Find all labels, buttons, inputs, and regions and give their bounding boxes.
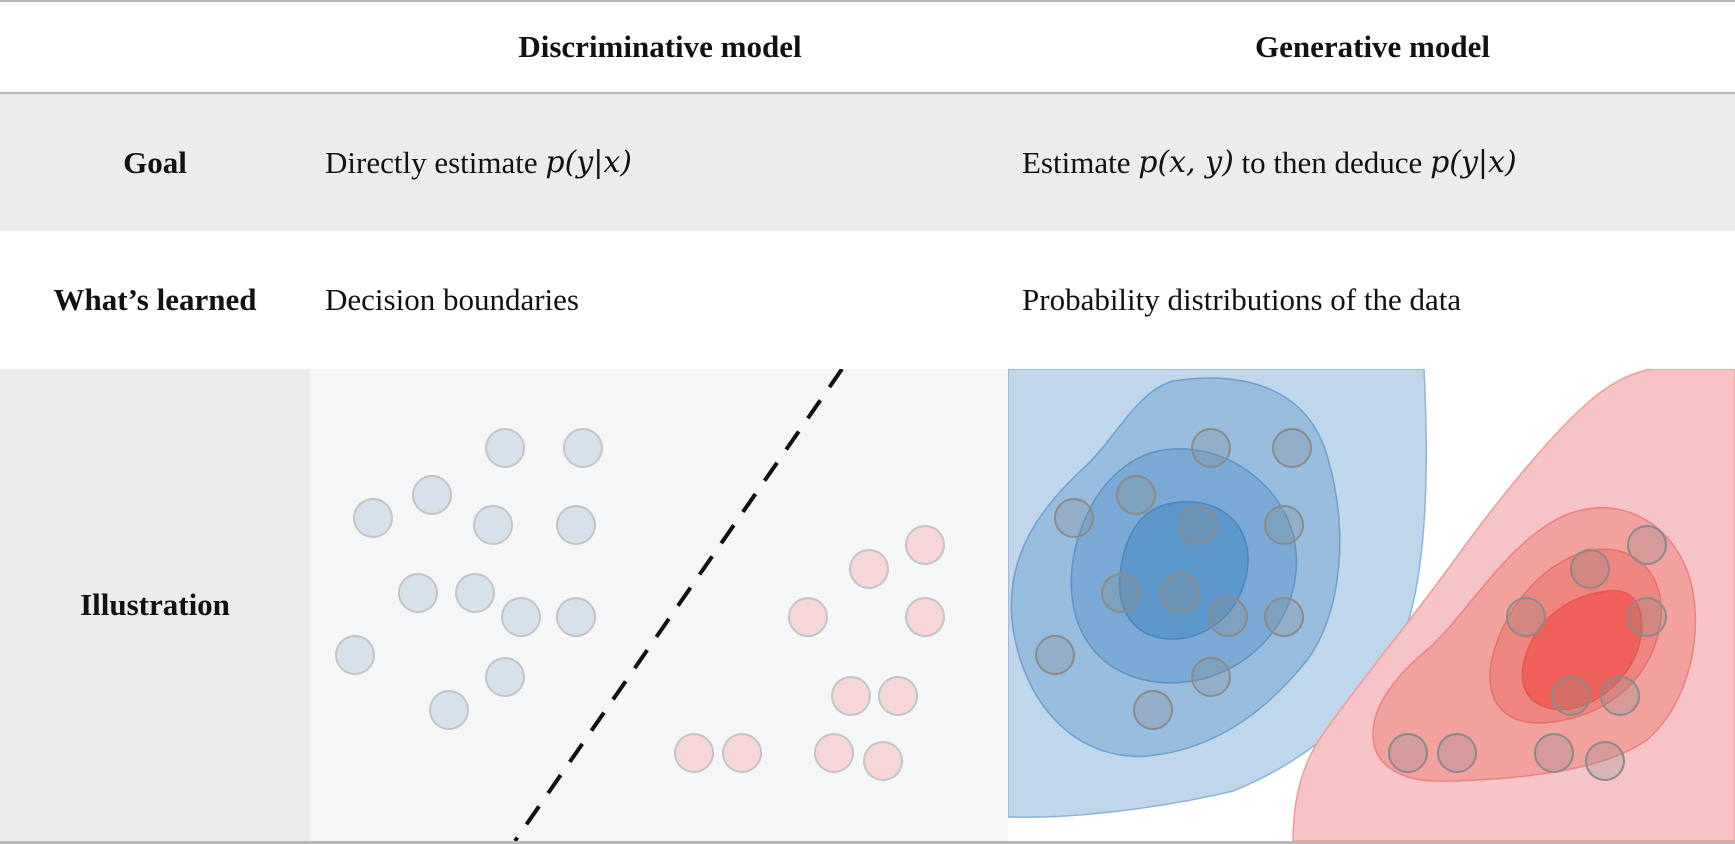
red-point	[831, 676, 871, 716]
generative-blue-points	[1035, 428, 1312, 730]
blue-density-contours	[1008, 369, 1428, 818]
goal-generative-math-joint: p(x, y)	[1138, 145, 1234, 180]
red-point	[1627, 597, 1667, 637]
blue-point	[398, 573, 438, 613]
goal-generative-text: Estimate p(x, y) to then deduce p(y|x)	[1022, 94, 1517, 231]
red-point	[788, 597, 828, 637]
red-point	[1585, 741, 1625, 781]
red-point	[1627, 525, 1667, 565]
bottom-rule	[0, 841, 1735, 844]
blue-point	[455, 573, 495, 613]
generative-red-points	[1388, 525, 1667, 781]
decision-boundary	[513, 369, 844, 841]
top-rule	[0, 0, 1735, 2]
discriminative-illustration	[310, 369, 1010, 841]
goal-generative-mid: to then deduce	[1233, 144, 1431, 180]
red-point	[722, 733, 762, 773]
blue-point	[563, 428, 603, 468]
learned-discriminative-text: Decision boundaries	[325, 282, 579, 317]
red-point	[1534, 733, 1574, 773]
red-class-points	[674, 525, 945, 781]
blue-point	[1191, 657, 1231, 697]
blue-point	[1191, 428, 1231, 468]
illustration-label-band	[0, 369, 310, 841]
red-point	[905, 597, 945, 637]
red-point	[905, 525, 945, 565]
blue-point	[1035, 635, 1075, 675]
blue-point	[1133, 690, 1173, 730]
blue-point	[485, 657, 525, 697]
goal-row-band	[0, 94, 1735, 231]
red-point	[814, 733, 854, 773]
row-label-whats-learned: What’s learned	[53, 282, 257, 317]
blue-point	[1054, 498, 1094, 538]
learned-generative-text: Probability distributions of the data	[1022, 282, 1462, 317]
blue-point	[429, 690, 469, 730]
red-density-contours	[1292, 369, 1735, 841]
red-point	[878, 676, 918, 716]
goal-generative-prefix: Estimate	[1022, 144, 1139, 180]
blue-point	[1272, 428, 1312, 468]
blue-point	[556, 505, 596, 545]
red-point	[1437, 733, 1477, 773]
goal-discriminative-prefix: Directly estimate	[325, 144, 546, 180]
row-label-illustration: Illustration	[80, 587, 230, 622]
blue-point	[335, 635, 375, 675]
red-point	[1388, 733, 1428, 773]
blue-point	[412, 475, 452, 515]
blue-point	[1264, 505, 1304, 545]
blue-point	[1264, 597, 1304, 637]
blue-point	[1160, 573, 1200, 613]
blue-point	[1101, 573, 1141, 613]
red-point	[674, 733, 714, 773]
red-point	[849, 549, 889, 589]
goal-discriminative-text: Directly estimate p(y|x)	[325, 94, 632, 231]
header-rule	[0, 92, 1735, 94]
blue-class-points	[335, 428, 603, 730]
goal-generative-math-conditional: p(y|x)	[1430, 145, 1517, 180]
blue-point	[501, 597, 541, 637]
generative-illustration	[1008, 369, 1735, 841]
red-point	[1570, 549, 1610, 589]
blue-point	[556, 597, 596, 637]
row-label-goal: Goal	[123, 144, 187, 180]
blue-point	[485, 428, 525, 468]
red-point	[1551, 676, 1591, 716]
red-point	[863, 741, 903, 781]
red-point	[1506, 597, 1546, 637]
red-point	[1600, 676, 1640, 716]
column-header-discriminative: Discriminative model	[518, 29, 802, 64]
blue-point	[353, 498, 393, 538]
goal-discriminative-math: p(y|x)	[545, 145, 632, 180]
blue-contour-level-4	[1118, 501, 1249, 640]
column-header-generative: Generative model	[1254, 29, 1490, 64]
blue-point	[473, 505, 513, 545]
blue-point	[1178, 505, 1218, 545]
blue-point	[1116, 475, 1156, 515]
blue-point	[1208, 597, 1248, 637]
